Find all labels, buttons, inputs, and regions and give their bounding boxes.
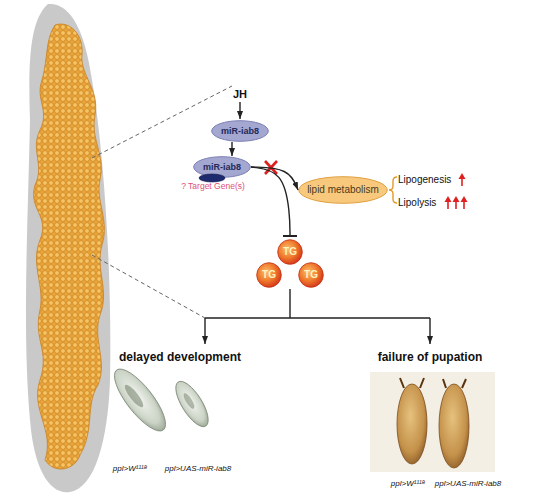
triglyceride-circle-shape <box>257 263 282 288</box>
pathway-oval-shape <box>299 177 388 204</box>
mirna-oval-shape <box>194 157 251 178</box>
node-text: TG <box>304 269 318 281</box>
mirna-oval-shape <box>212 121 269 142</box>
induction-arrow <box>239 102 240 119</box>
target-gene-oval-shape <box>199 174 225 182</box>
node-text: miR-iab8 <box>203 162 241 172</box>
arrow-connector <box>231 142 232 156</box>
process-label: Lipolysis <box>398 197 458 209</box>
target-gene-oval: ? Target Gene(s) <box>168 174 258 196</box>
pupa-photo <box>370 372 495 472</box>
triglyceride-circle-shape <box>299 263 324 288</box>
node-text: lipid metabolism <box>307 184 379 196</box>
pathway-oval: lipid metabolism <box>298 176 388 204</box>
genotype-caption: ppl>W¹¹¹⁸ <box>376 479 440 489</box>
node-text: miR-iab8 <box>221 126 259 136</box>
fat-body <box>34 24 105 469</box>
genotype-caption: ppl>UAS-miR-iab8 <box>158 464 238 474</box>
phenotype-label: failure of pupation <box>365 350 495 364</box>
node-text: ? Target Gene(s) <box>168 174 258 192</box>
zoom-line <box>92 255 205 318</box>
brace <box>389 177 397 203</box>
phenotype-label: delayed development <box>105 350 255 364</box>
triglyceride-circle: TG <box>298 262 324 288</box>
triglyceride-circle: TG <box>277 239 303 265</box>
block-cross <box>265 161 277 174</box>
larva-body <box>26 4 110 492</box>
larva-photo <box>106 362 214 438</box>
node-text: TG <box>262 269 276 281</box>
process-label: Lipogenesis <box>398 174 458 186</box>
outcome-branch <box>205 289 430 344</box>
genotype-caption: ppl>UAS-miR-iab8 <box>428 479 508 489</box>
arrow-connector <box>251 167 298 190</box>
zoom-line <box>92 86 232 158</box>
mirna-oval: miR-iab8 <box>211 120 269 142</box>
hormone-label: JH <box>220 88 260 101</box>
node-text: TG <box>283 246 297 258</box>
triglyceride-circle: TG <box>256 262 282 288</box>
inhibition-connector <box>251 167 290 237</box>
genotype-caption: ppl>W¹¹¹⁸ <box>98 464 162 474</box>
triglyceride-circle-shape <box>278 240 303 265</box>
mirna-oval: miR-iab8 <box>193 156 251 178</box>
